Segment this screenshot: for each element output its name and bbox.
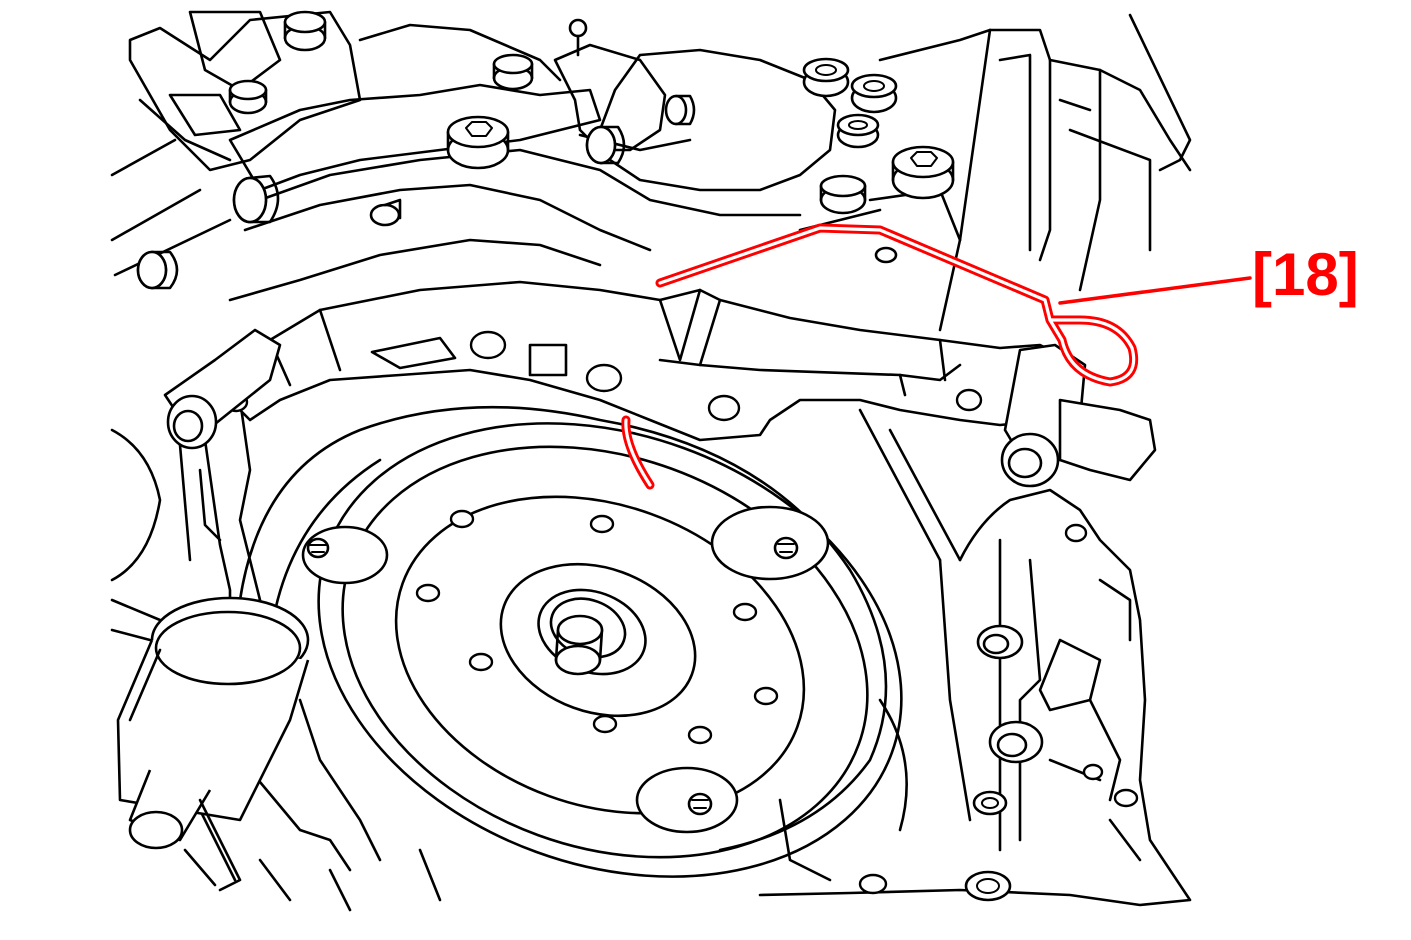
bolt-b [228, 79, 268, 115]
bolt-l [664, 94, 696, 126]
bolt-g [819, 174, 867, 215]
upper-bolts [136, 10, 955, 290]
hex-bolt-1 [446, 115, 510, 170]
mounting-bracket [163, 280, 1157, 488]
bolt-k [585, 125, 626, 165]
bolt-f [836, 113, 880, 149]
right-case [758, 408, 1192, 907]
bolt-c [492, 53, 534, 91]
bolt-a [283, 10, 327, 52]
left-housing [110, 398, 442, 912]
bolt-h [232, 174, 280, 224]
alignment-tool [116, 596, 310, 892]
bolt-d [802, 57, 850, 98]
bolt-j [369, 198, 402, 227]
torque-converter [238, 405, 903, 878]
hex-bolt-2 [891, 145, 955, 200]
highlighted-part-18: [18] [621, 223, 1359, 490]
callout-label-18: [18] [1252, 241, 1359, 308]
lug-stud-3 [635, 766, 739, 834]
case-bolt-4 [964, 870, 1012, 902]
bolt-e [850, 73, 898, 114]
case-bolt-1 [976, 624, 1024, 660]
lug-stud-1 [301, 525, 389, 585]
callout-leader-line [1058, 276, 1252, 305]
bolt-m [874, 246, 898, 264]
lug-stud-2 [710, 505, 830, 581]
upper-housing [110, 10, 1192, 332]
part-18-inner [658, 226, 1136, 384]
bolt-i [136, 250, 179, 290]
case-bolt-3 [972, 790, 1008, 816]
pin-top [568, 18, 588, 57]
case-bolt-2 [988, 720, 1044, 764]
